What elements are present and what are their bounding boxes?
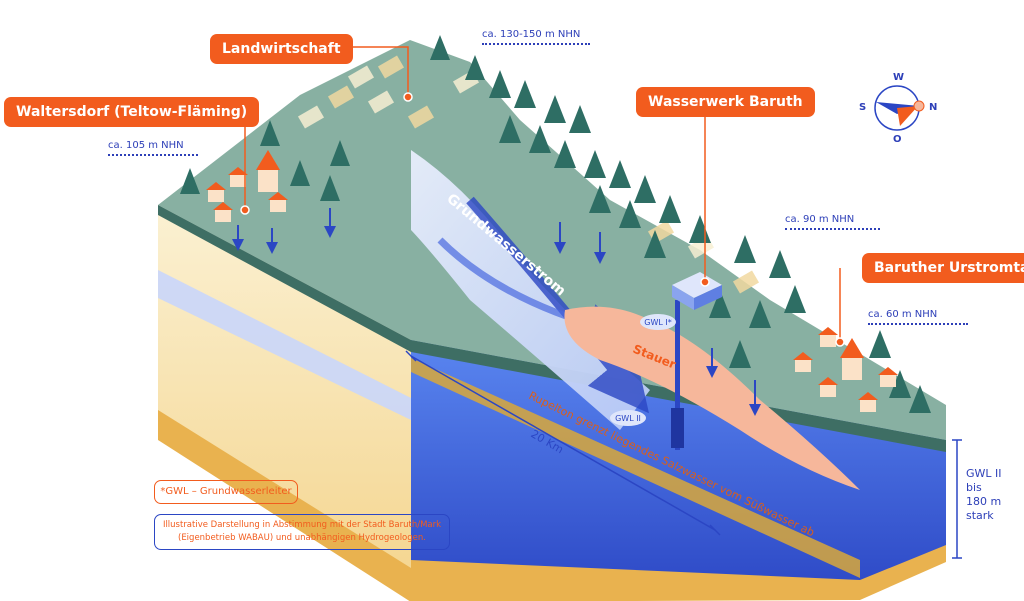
- gwl2-label: GWL II: [615, 414, 641, 423]
- disclaimer-line1: Illustrative Darstellung in Abstimmung m…: [162, 520, 442, 530]
- elevation-90: ca. 90 m NHN: [785, 214, 880, 230]
- waterworks-building: [672, 272, 722, 310]
- elevation-105-text: ca. 105 m NHN: [108, 140, 184, 151]
- elevation-90-line: [785, 228, 880, 230]
- well-screen: [671, 408, 684, 448]
- gwl1-label: GWL I*: [644, 318, 671, 327]
- compass-rose: [874, 85, 925, 131]
- leader-dots: [240, 92, 845, 347]
- gwl-thickness-line1: GWL II: [966, 467, 1002, 480]
- village-urstromtal: [793, 327, 898, 412]
- gwl-thickness-line2: bis: [966, 481, 982, 494]
- trees: [180, 35, 931, 413]
- elevation-105: ca. 105 m NHN: [108, 140, 198, 156]
- legend-gwl: *GWL – Grundwasserleiter: [154, 480, 298, 504]
- gwl2-badge: GWL II: [610, 410, 646, 426]
- gwl-thickness-note: GWL II bis 180 m stark: [966, 467, 1024, 523]
- gwl-thickness-bracket: [952, 439, 962, 559]
- elevation-90-text: ca. 90 m NHN: [785, 214, 855, 225]
- rupelton-band: [411, 358, 860, 578]
- front-right-face: [411, 340, 946, 601]
- stream-arrow-1: [466, 196, 649, 414]
- elevation-60: ca. 60 m NHN: [868, 309, 968, 325]
- gwl1-badge: GWL I*: [640, 314, 676, 330]
- disclaimer-line2: (Eigenbetrieb WABAU) und unabhängigen Hy…: [178, 533, 426, 543]
- compass-east: O: [893, 134, 902, 145]
- compass-south: S: [859, 102, 867, 113]
- disclaimer-note: Illustrative Darstellung in Abstimmung m…: [154, 514, 450, 550]
- label-landwirtschaft: Landwirtschaft: [210, 34, 353, 64]
- elevation-60-text: ca. 60 m NHN: [868, 309, 938, 320]
- elevation-105-line: [108, 154, 198, 156]
- well-pipe: [675, 300, 680, 450]
- elevation-130-line: [482, 43, 590, 45]
- compass-north: N: [929, 102, 938, 113]
- infiltration-arrows: [232, 208, 761, 416]
- terrain-edge: [158, 205, 946, 452]
- terrain-top: [158, 40, 946, 440]
- left-aquifer-band: [158, 270, 411, 420]
- compass-west: W: [893, 72, 905, 83]
- stauer-lens: [564, 306, 860, 490]
- village-waltersdorf: [206, 150, 288, 222]
- elevation-60-line: [868, 323, 968, 325]
- elevation-130: ca. 130-150 m NHN: [482, 29, 590, 45]
- label-urstromtal: Baruther Urstromtal: [862, 253, 1024, 283]
- label-wasserwerk: Wasserwerk Baruth: [636, 87, 815, 117]
- gwl-thickness-line3: 180 m stark: [966, 495, 1002, 522]
- left-face-bottom-band: [158, 410, 411, 601]
- fields: [297, 55, 760, 294]
- distance-scale: [405, 350, 721, 536]
- elevation-130-text: ca. 130-150 m NHN: [482, 29, 581, 40]
- label-waltersdorf: Waltersdorf (Teltow-Fläming): [4, 97, 260, 127]
- front-right-bottom-band: [411, 545, 946, 601]
